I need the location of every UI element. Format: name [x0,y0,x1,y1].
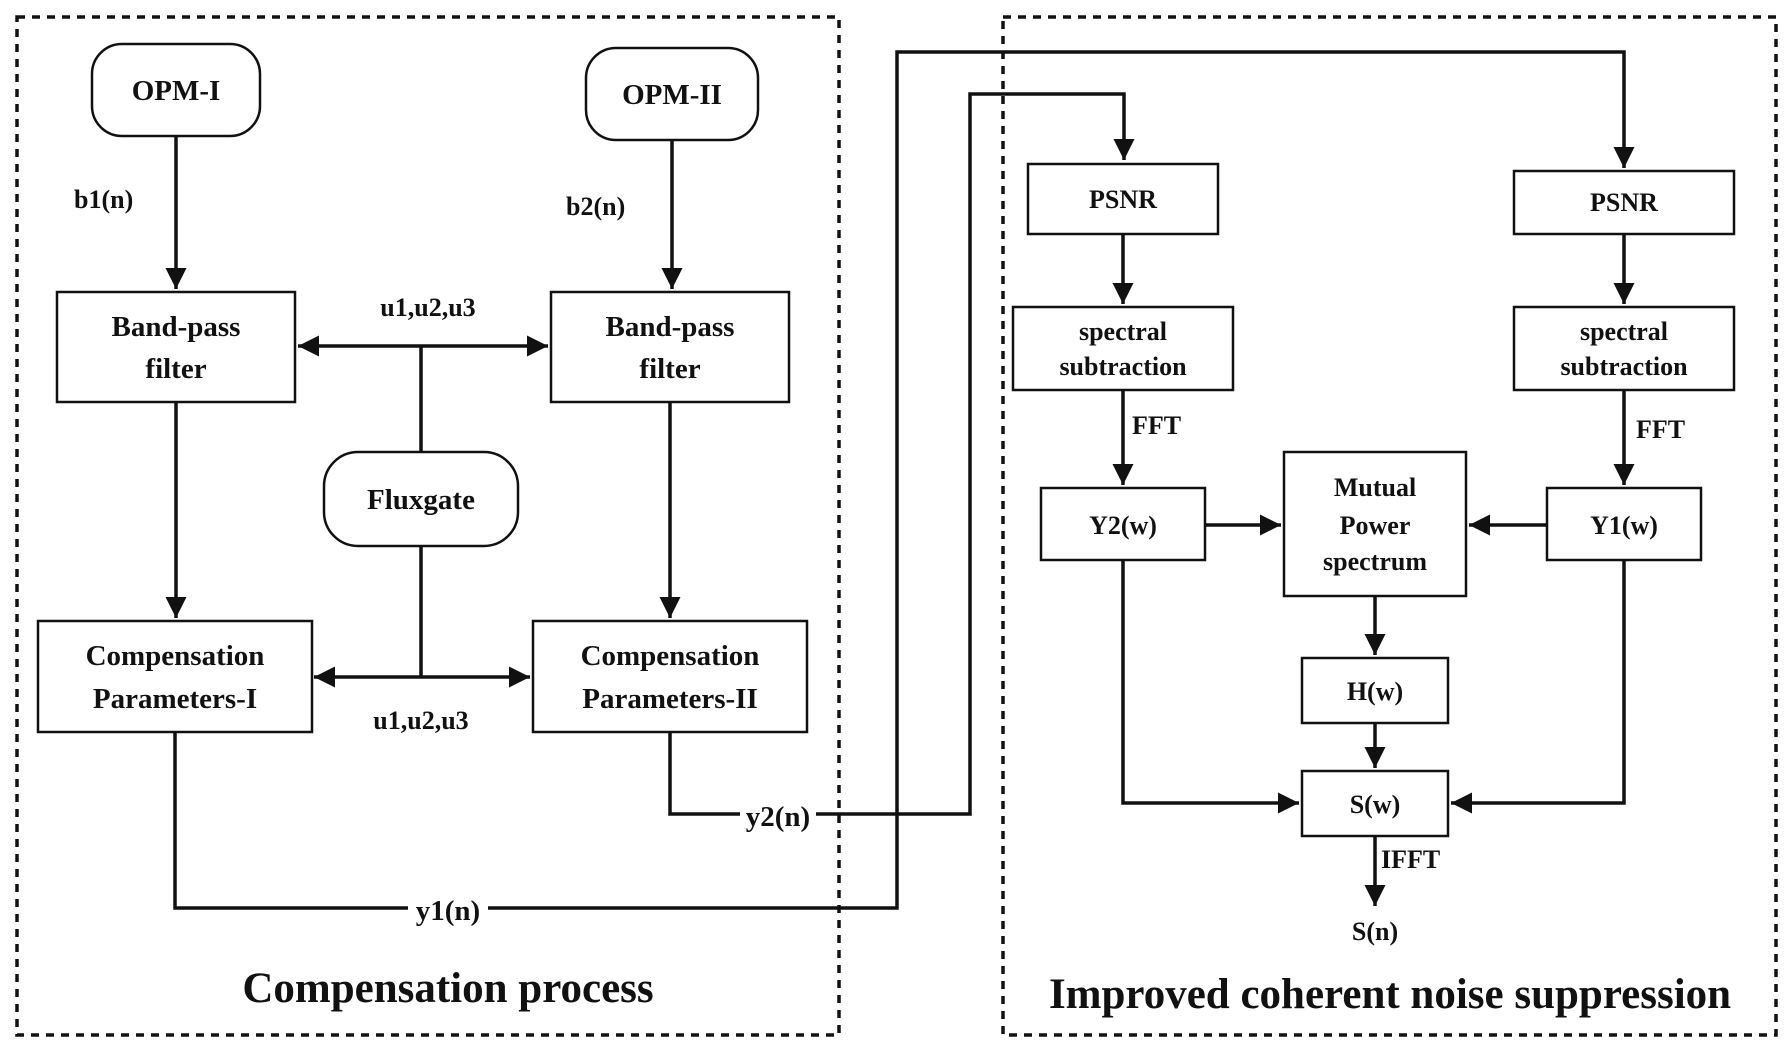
fft-right-label: FFT [1636,415,1685,444]
bandpass-filter-1-node [55,290,297,404]
compensation-parameters-2-line1: Compensation [581,640,760,672]
mutual-power-spectrum-node [1282,450,1468,598]
sw-label: S(w) [1350,790,1401,819]
u-top-label: u1,u2,u3 [380,293,475,322]
psnr-right-label: PSNR [1590,188,1658,217]
psnr-right-node [1512,169,1736,236]
spectral-subtraction-left-node [1011,305,1235,392]
y2-wire-right [816,92,1135,816]
mutual-power-spectrum-line1: Mutual [1334,473,1416,502]
compensation-parameters-1-line2: Parameters-I [93,683,257,715]
fft-left-label: FFT [1132,411,1181,440]
bandpass-filter-1-line2: filter [145,353,206,385]
hw-label: H(w) [1347,677,1403,706]
compensation-parameters-1-node [36,619,314,734]
fluxgate-label: Fluxgate [367,484,475,516]
spectral-subtraction-right-line2: subtraction [1560,352,1688,381]
psnr-left-node [1026,162,1220,236]
u-bottom-label: u1,u2,u3 [373,706,468,735]
mutual-power-spectrum-line3: spectrum [1323,547,1427,576]
sw-node [1300,769,1450,838]
compensation-process-frame [15,15,841,1037]
compensation-parameters-1-line1: Compensation [86,640,265,672]
bandpass-filter-2-line2: filter [639,353,700,385]
y1-wire-left [173,732,408,910]
y1-wire-right [488,50,1635,910]
bandpass-filter-2-node [549,290,791,404]
y2w-to-sw [1121,560,1299,814]
compensation-parameters-2-line2: Parameters-II [582,683,758,715]
y1-label: y1(n) [416,895,480,927]
spectral-subtraction-left-line2: subtraction [1059,352,1187,381]
y2w-label: Y2(w) [1089,511,1157,540]
b1-label: b1(n) [74,185,133,214]
noise-suppression-frame [1001,15,1778,1037]
spectral-subtraction-left-line1: spectral [1079,317,1167,346]
compensation-parameters-2-node [531,619,809,734]
y1w-node [1545,486,1703,562]
y1w-to-sw [1451,560,1626,814]
b2-label: b2(n) [566,192,625,221]
compensation-process-title: Compensation process [242,965,653,1012]
spectral-subtraction-right-node [1512,305,1736,392]
y2-label: y2(n) [746,801,810,833]
sn-label: S(n) [1352,917,1398,946]
bandpass-filter-1-line1: Band-pass [112,311,241,343]
opm-1-label: OPM-I [132,75,221,107]
psnr-left-label: PSNR [1089,185,1157,214]
noise-suppression-title: Improved coherent noise suppression [1049,971,1731,1018]
mutual-power-spectrum-line2: Power [1340,511,1411,540]
ifft-label: IFFT [1381,845,1440,874]
opm-2-label: OPM-II [622,79,722,111]
y1w-label: Y1(w) [1590,511,1658,540]
y2-wire-left [668,732,740,816]
spectral-subtraction-right-line1: spectral [1580,317,1668,346]
bandpass-filter-2-line1: Band-pass [606,311,735,343]
